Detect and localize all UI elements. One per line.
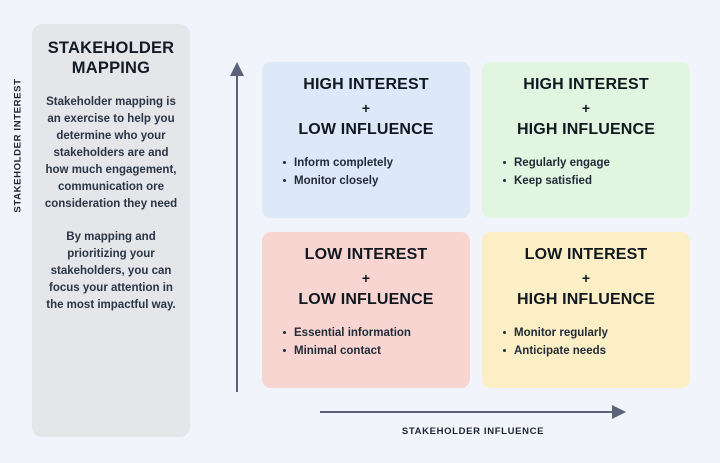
quadrant-title-line-2: LOW INFLUENCE xyxy=(298,120,434,138)
quadrant-bullet-list: Inform completely Monitor closely xyxy=(272,154,460,191)
quadrant-title-line-1: LOW INTEREST xyxy=(304,246,428,263)
quadrant-plus-sign: + xyxy=(581,269,591,286)
quadrant-title-line-1: HIGH INTEREST xyxy=(523,76,649,93)
y-axis xyxy=(228,62,246,392)
sidebar-paragraph-1: Stakeholder mapping is an exercise to he… xyxy=(44,96,178,211)
list-item: Monitor closely xyxy=(283,172,460,191)
list-item: Monitor regularly xyxy=(503,324,680,343)
y-axis-label: STAKEHOLDER INTEREST xyxy=(12,78,24,213)
y-axis-line xyxy=(236,74,238,392)
quadrant-title-line-2: LOW INFLUENCE xyxy=(298,290,434,308)
list-item: Regularly engage xyxy=(503,154,680,173)
list-item: Anticipate needs xyxy=(503,342,680,361)
quadrant-plus-sign: + xyxy=(361,269,371,286)
quadrant-title-line-2: HIGH INFLUENCE xyxy=(516,290,656,308)
arrow-right-icon xyxy=(612,405,626,419)
quadrant-bullet-list: Regularly engage Keep satisfied xyxy=(492,154,680,191)
quadrant-low-interest-high-influence: LOW INTEREST + HIGH INFLUENCE Monitor re… xyxy=(482,232,690,388)
list-item: Minimal contact xyxy=(283,342,460,361)
quadrant-title-line-1: HIGH INTEREST xyxy=(303,76,429,93)
x-axis-label: STAKEHOLDER INFLUENCE xyxy=(401,426,545,437)
quadrant-plus-sign: + xyxy=(361,99,371,116)
x-axis xyxy=(320,404,626,420)
list-item: Inform completely xyxy=(283,154,460,173)
quadrant-high-interest-low-influence: HIGH INTEREST + LOW INFLUENCE Inform com… xyxy=(262,62,470,218)
sidebar-paragraph-2: By mapping and prioritizing your stakeho… xyxy=(46,231,176,312)
quadrant-low-interest-low-influence: LOW INTEREST + LOW INFLUENCE Essential i… xyxy=(262,232,470,388)
quadrant-title-line-1: LOW INTEREST xyxy=(524,246,648,263)
quadrant-title-line-2: HIGH INFLUENCE xyxy=(516,120,656,138)
quadrant-bullet-list: Essential information Minimal contact xyxy=(272,324,460,361)
quadrant-high-interest-high-influence: HIGH INTEREST + HIGH INFLUENCE Regularly… xyxy=(482,62,690,218)
quadrant-plus-sign: + xyxy=(581,99,591,116)
quadrant-bullet-list: Monitor regularly Anticipate needs xyxy=(492,324,680,361)
page-title: STAKEHOLDER MAPPING xyxy=(47,39,175,78)
list-item: Essential information xyxy=(283,324,460,343)
list-item: Keep satisfied xyxy=(503,172,680,191)
sidebar-panel: STAKEHOLDER MAPPING Stakeholder mapping … xyxy=(32,24,190,437)
arrow-up-icon xyxy=(230,62,244,76)
x-axis-line xyxy=(320,411,612,413)
